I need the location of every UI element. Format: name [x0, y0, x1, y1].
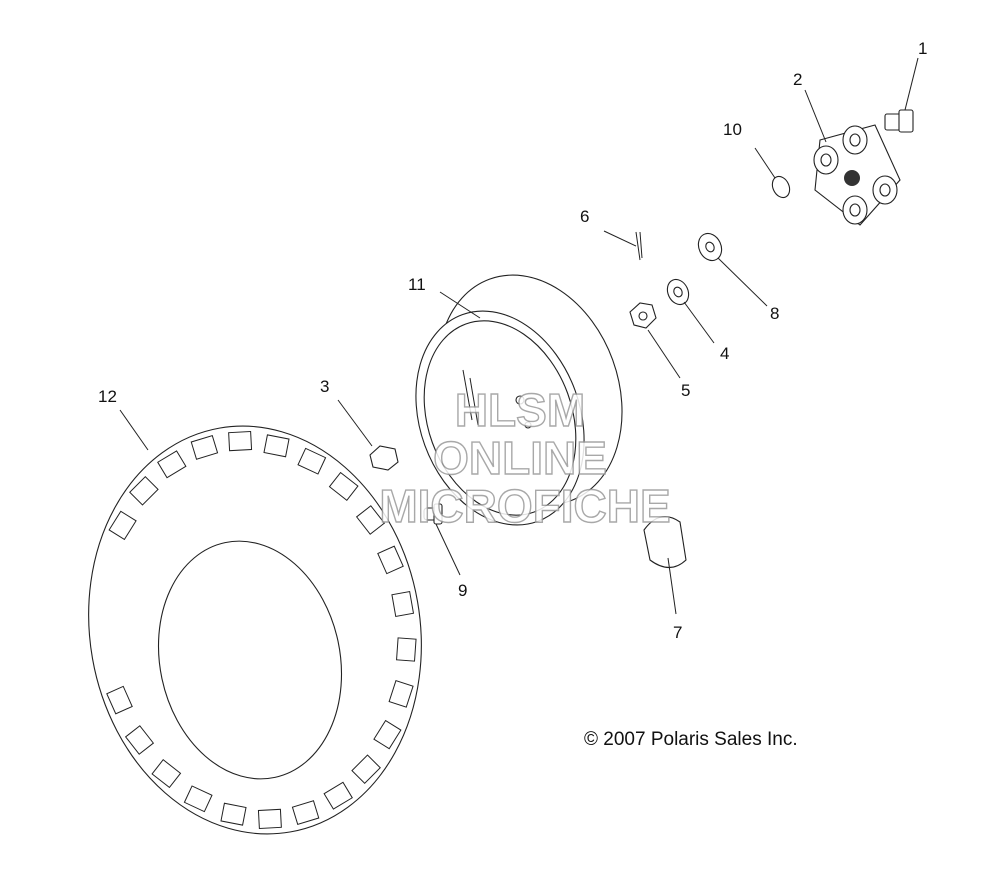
tread-block — [190, 434, 219, 460]
tread-block — [388, 680, 414, 708]
tread-block — [351, 754, 381, 785]
callout-12: 12 — [98, 387, 117, 406]
callout-2: 2 — [793, 70, 802, 89]
callout-3: 3 — [320, 377, 329, 396]
copyright-notice: © 2007 Polaris Sales Inc. — [584, 729, 798, 750]
tread-block — [396, 637, 417, 662]
callout-10: 10 — [723, 120, 742, 139]
part-5-castle-nut[interactable] — [629, 302, 657, 329]
tread-block — [129, 475, 159, 506]
part-9-valve-stem[interactable] — [423, 503, 443, 525]
callout-1: 1 — [918, 39, 927, 58]
tread-block — [157, 450, 187, 479]
tread-block — [391, 591, 415, 617]
tread-block — [297, 447, 327, 475]
part-3-lug-nut[interactable] — [369, 445, 399, 471]
part-11-wheel-rim[interactable] — [387, 249, 653, 549]
callout-9: 9 — [458, 581, 467, 600]
tread-block — [263, 434, 290, 458]
callout-4: 4 — [720, 344, 729, 363]
watermark-line3: MICROFICHE — [379, 480, 670, 532]
tire-tread-blocks — [106, 431, 417, 829]
part-10-washer[interactable] — [769, 174, 793, 201]
part-1-bolt[interactable] — [884, 109, 914, 133]
tread-block — [328, 471, 359, 501]
part-12-tire[interactable] — [57, 399, 453, 860]
watermark-line2: ONLINE — [433, 432, 607, 484]
leader-lines — [119, 57, 919, 615]
part-7-hub-cap[interactable] — [643, 516, 687, 569]
tread-block — [124, 725, 155, 755]
watermark-line1: HLSM — [455, 384, 585, 436]
tread-block — [108, 510, 137, 541]
tread-block — [183, 785, 213, 813]
callout-5: 5 — [681, 381, 690, 400]
tread-block — [257, 808, 282, 829]
part-6-cotter-pin[interactable] — [635, 231, 643, 261]
callout-6: 6 — [580, 207, 589, 226]
part-8-washer[interactable] — [694, 230, 726, 265]
callout-8: 8 — [770, 304, 779, 323]
part-2-hub[interactable] — [813, 124, 901, 226]
tread-block — [106, 685, 133, 715]
tread-block — [323, 781, 353, 810]
tread-block — [377, 545, 404, 575]
tread-block — [220, 802, 247, 826]
watermark: HLSM ONLINE MICROFICHE — [379, 383, 672, 532]
tread-block — [291, 800, 320, 826]
tread-block — [355, 505, 386, 535]
callout-7: 7 — [673, 623, 682, 642]
tread-block — [373, 719, 402, 750]
callouts: 1 2 10 6 11 8 4 5 3 12 9 7 — [98, 39, 927, 642]
tread-block — [228, 431, 253, 452]
part-4-washer[interactable] — [663, 276, 692, 308]
callout-11: 11 — [408, 275, 426, 294]
tread-block — [151, 759, 182, 789]
